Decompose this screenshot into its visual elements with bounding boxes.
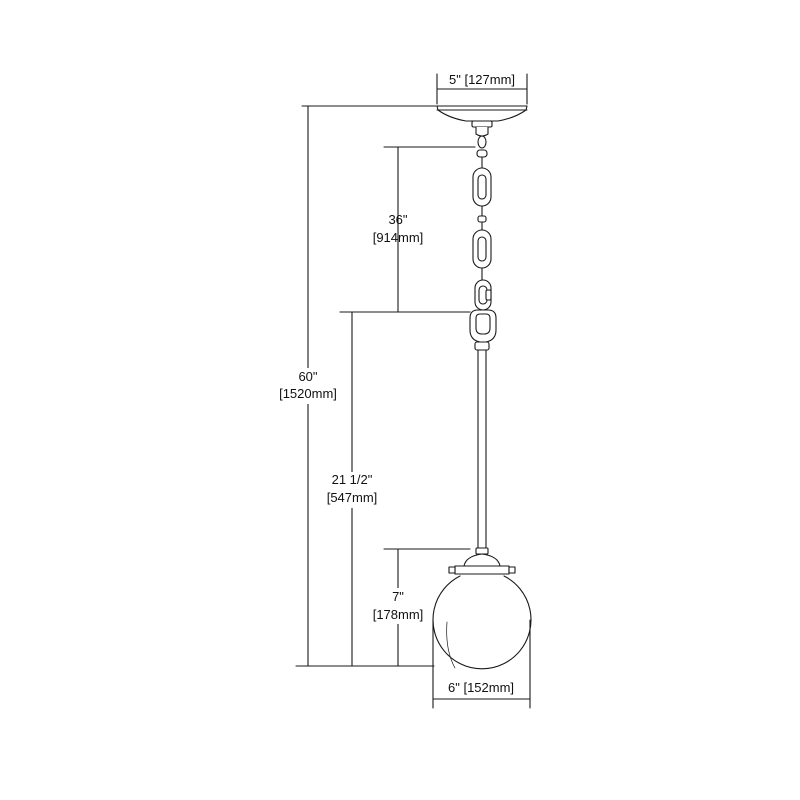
globe-height-metric: [178mm]: [373, 607, 424, 622]
dim-globe-width: [432, 619, 531, 709]
globe-height-imperial: 7": [392, 589, 404, 604]
globe-holder: [448, 553, 516, 575]
globe-height-label-bg: [364, 588, 432, 624]
rod-height-label-bg: [316, 472, 388, 508]
glass-globe: [432, 575, 532, 670]
chain-length-metric: [914mm]: [373, 230, 424, 245]
stem-rod: [475, 349, 489, 555]
overall-height-imperial: 60": [298, 369, 317, 384]
chain: [472, 135, 492, 311]
rod-height-metric: [547mm]: [327, 490, 378, 505]
rod-height-imperial: 21 1/2": [332, 472, 373, 487]
rod-hanger: [469, 309, 497, 351]
globe-width-label: 6" [152mm]: [448, 680, 514, 695]
dim-chain-length: [383, 146, 476, 313]
chain-length-imperial: 36": [388, 212, 407, 227]
dim-canopy-width: [436, 73, 528, 105]
canopy-width-label: 5" [127mm]: [449, 72, 515, 87]
overall-height-label-bg: [272, 368, 344, 404]
overall-height-metric: [1520mm]: [279, 386, 337, 401]
canopy: [436, 105, 528, 137]
